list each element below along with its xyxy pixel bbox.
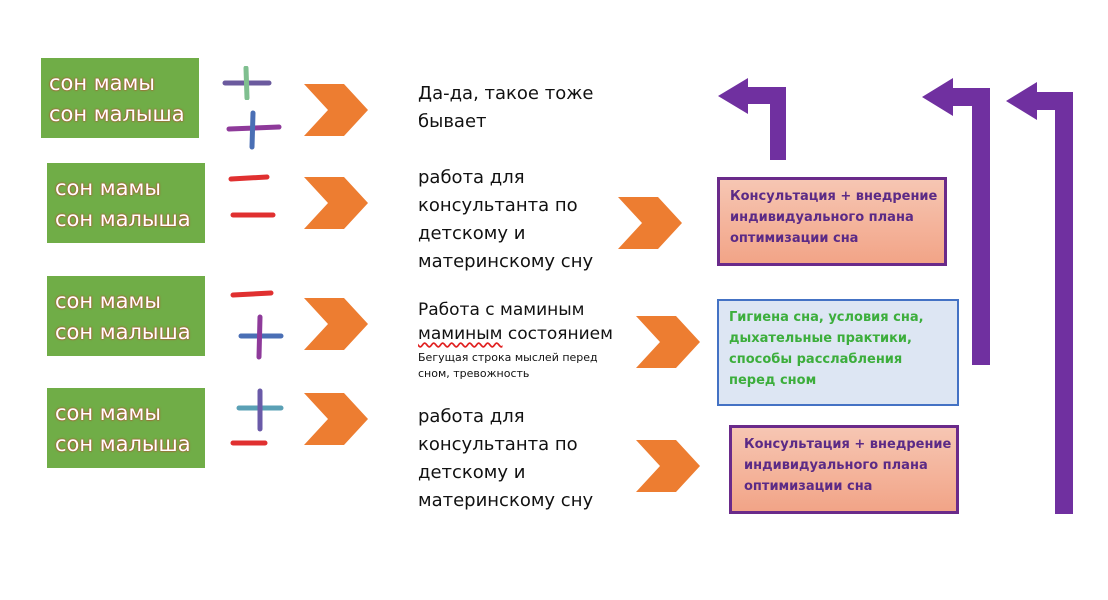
- plus-icon: [226, 110, 282, 150]
- description-line: консультанта по: [418, 434, 578, 455]
- result-line: индивидуального плана: [730, 210, 914, 225]
- result-line: индивидуального плана: [744, 458, 928, 473]
- plus-icon: [236, 388, 284, 432]
- description-line: материнскому сну: [418, 251, 594, 272]
- chevron-right-icon: [636, 440, 700, 492]
- description-line: работа для: [418, 167, 525, 188]
- minus-icon: [230, 290, 274, 298]
- chevron-right-icon: [304, 177, 368, 229]
- description-line-part: состоянием: [502, 324, 613, 344]
- row-3-note: Бегущая строка мыслей перед сном, тревож…: [418, 350, 598, 382]
- mom-sleep-label: сон мамы: [55, 176, 161, 200]
- plus-icon: [238, 314, 284, 360]
- description-line-part: маминым: [418, 324, 503, 344]
- result-line: Консультация + внедрение: [744, 437, 952, 452]
- baby-sleep-label: сон малыша: [55, 432, 191, 456]
- minus-icon: [230, 440, 268, 446]
- row-2-description: работа для консультанта по детскому и ма…: [418, 164, 593, 276]
- description-line: детскому и: [418, 462, 526, 483]
- consultation-box: Консультация + внедрение индивидуального…: [729, 425, 959, 514]
- row-2-sleep-box: сон мамы сон малыша: [47, 163, 205, 243]
- sleep-hygiene-box: Гигиена сна, условия сна, дыхательные пр…: [717, 299, 959, 406]
- plus-icon: [222, 66, 272, 100]
- description-line: Работа с маминым: [418, 300, 585, 320]
- chevron-right-icon: [304, 298, 368, 350]
- mom-sleep-label: сон мамы: [55, 289, 161, 313]
- baby-sleep-label: сон малыша: [55, 207, 191, 231]
- result-line: оптимизации сна: [730, 231, 859, 246]
- row-3-sleep-box: сон мамы сон малыша: [47, 276, 205, 356]
- result-line: Консультация + внедрение: [730, 189, 938, 204]
- row-4-sleep-box: сон мамы сон малыша: [47, 388, 205, 468]
- result-line: оптимизации сна: [744, 479, 873, 494]
- return-arrow-icon: [922, 78, 990, 365]
- return-arrow-icon: [718, 78, 786, 160]
- return-arrow-icon: [1006, 82, 1073, 514]
- result-line: способы расслабления: [729, 352, 903, 367]
- row-4-description: работа для консультанта по детскому и ма…: [418, 403, 593, 515]
- description-line: материнскому сну: [418, 490, 594, 511]
- minus-icon: [228, 174, 270, 182]
- note-line: сном, тревожность: [418, 367, 530, 380]
- description-line: Да-да, такое тоже: [418, 83, 594, 104]
- chevron-right-icon: [636, 316, 700, 368]
- description-line: работа для: [418, 406, 525, 427]
- result-line: Гигиена сна, условия сна,: [729, 310, 924, 325]
- description-line: детскому и: [418, 223, 526, 244]
- baby-sleep-label: сон малыша: [49, 102, 185, 126]
- description-line: маминым состоянием: [418, 322, 613, 346]
- note-line: Бегущая строка мыслей перед: [418, 351, 598, 364]
- baby-sleep-label: сон малыша: [55, 320, 191, 344]
- minus-icon: [230, 212, 276, 218]
- description-line: бывает: [418, 111, 487, 132]
- result-line: перед сном: [729, 373, 817, 388]
- row-3-description: Работа с маминым маминым состоянием: [418, 298, 613, 346]
- mom-sleep-label: сон мамы: [49, 71, 155, 95]
- chevron-right-icon: [618, 197, 682, 249]
- row-1-description: Да-да, такое тоже бывает: [418, 80, 594, 136]
- chevron-right-icon: [304, 84, 368, 136]
- consultation-box: Консультация + внедрение индивидуального…: [717, 177, 947, 266]
- row-1-sleep-box: сон мамы сон малыша: [41, 58, 199, 138]
- chevron-right-icon: [304, 393, 368, 445]
- mom-sleep-label: сон мамы: [55, 401, 161, 425]
- description-line: консультанта по: [418, 195, 578, 216]
- result-line: дыхательные практики,: [729, 331, 912, 346]
